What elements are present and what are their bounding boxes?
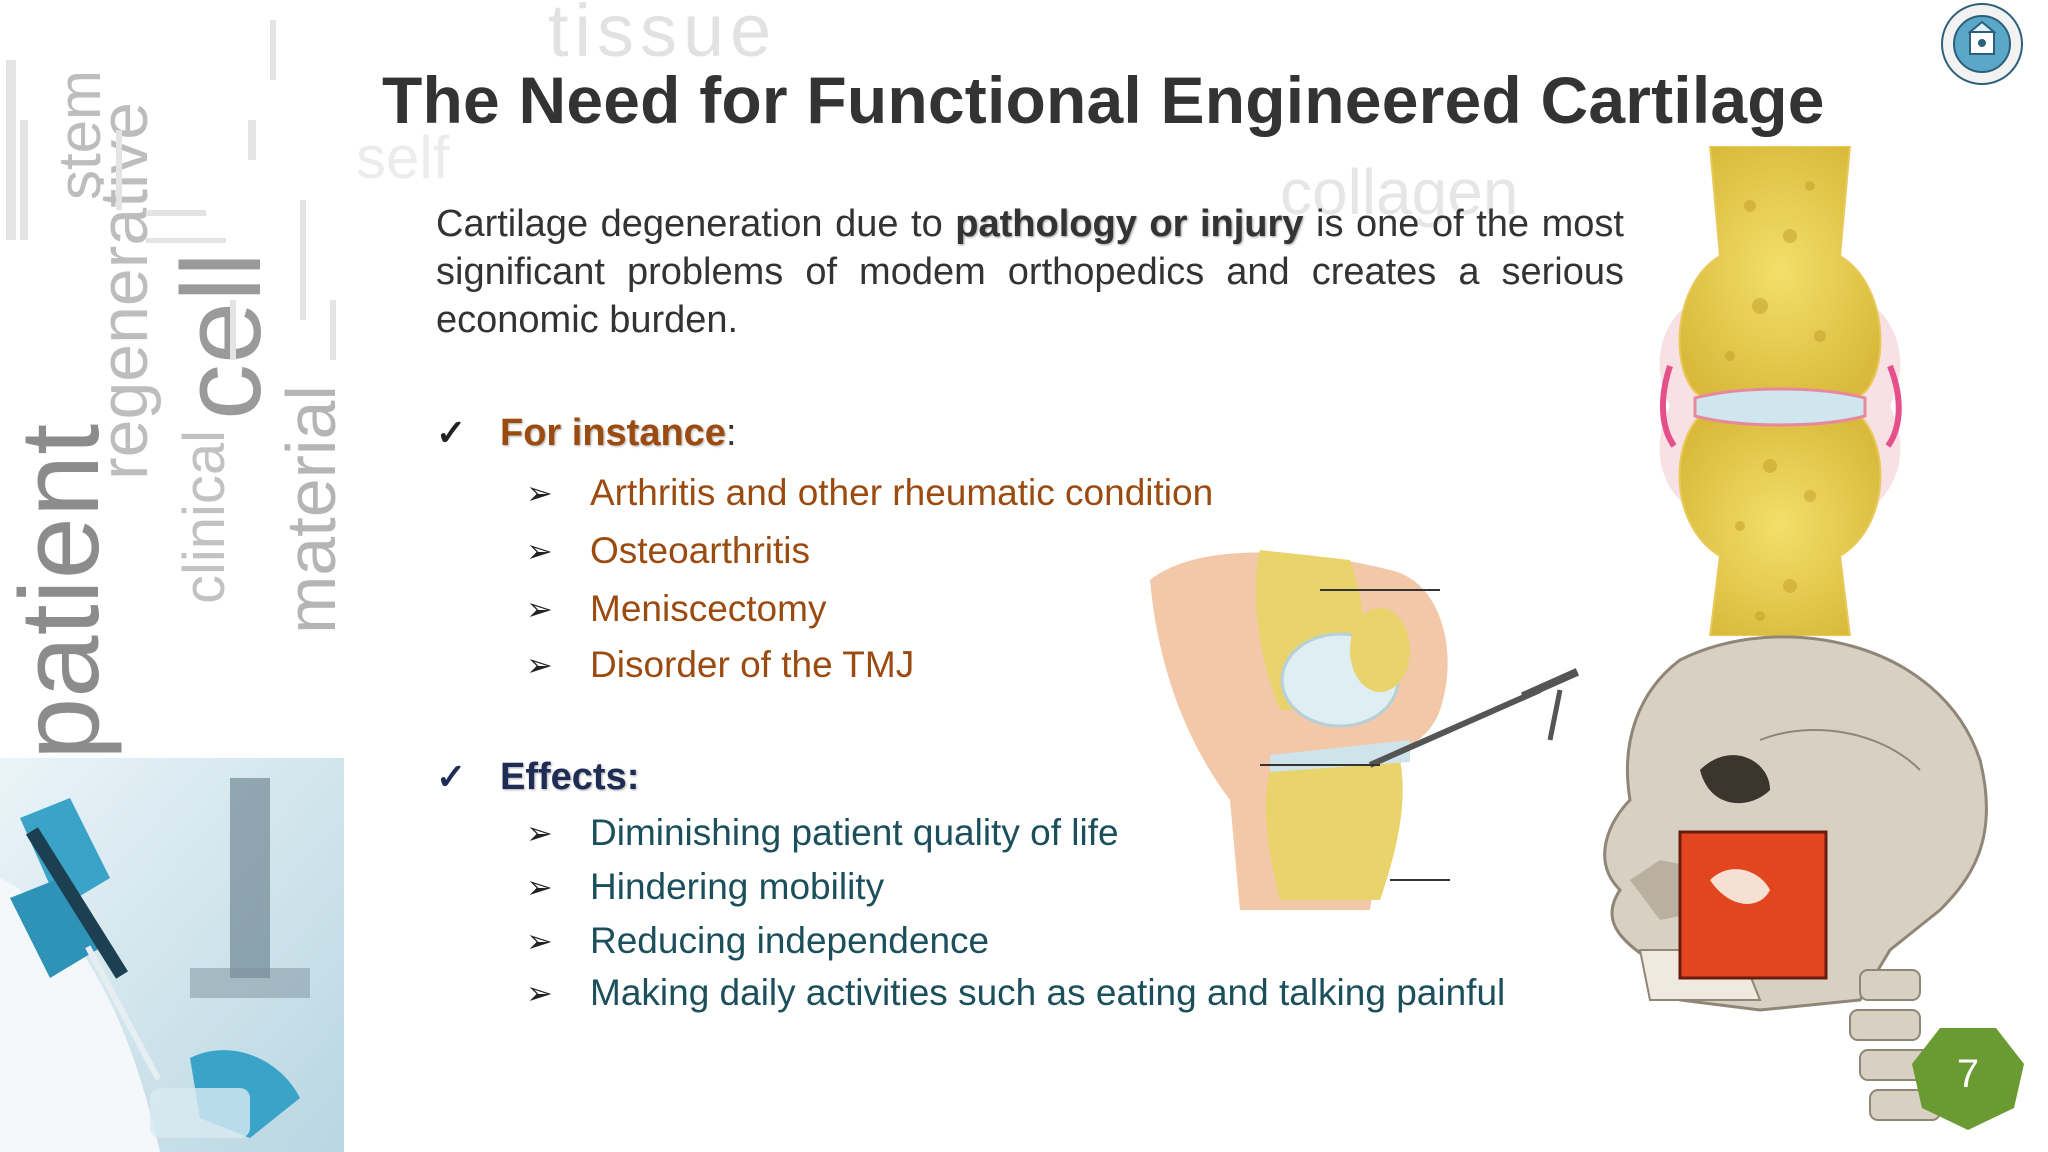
- heading-colon: :: [725, 412, 737, 454]
- bullet-arrow-icon: ➢: [526, 591, 553, 627]
- intro-text-after: is one of the most significant problems …: [436, 203, 1624, 341]
- intro-emphasis: pathology or injury: [955, 203, 1304, 245]
- bg-texture: [6, 20, 336, 360]
- bullet-arrow-icon: ➢: [526, 647, 553, 683]
- university-logo: [1941, 3, 2023, 85]
- bullet-arrow-icon: ➢: [526, 475, 553, 511]
- checkmark-icon: ✓: [436, 412, 467, 453]
- intro-text-before: Cartilage degeneration due to: [436, 203, 956, 245]
- list-item: Osteoarthritis: [590, 530, 811, 571]
- heading-text: For instance: [500, 412, 726, 454]
- bullet-arrow-icon: ➢: [526, 815, 553, 851]
- intro-paragraph: Cartilage degeneration due to pathology …: [436, 200, 1624, 344]
- page-number: 7: [1956, 1052, 1980, 1096]
- section-heading-effects: Effects:: [500, 756, 640, 798]
- list-item: Making daily activities such as eating a…: [590, 972, 1506, 1013]
- bullet-arrow-icon: ➢: [526, 975, 553, 1011]
- list-item: Diminishing patient quality of life: [590, 812, 1119, 853]
- lab-scientist-image: [0, 758, 344, 1152]
- bg-word-self: self: [356, 124, 450, 191]
- checkmark-icon: ✓: [436, 756, 467, 797]
- bg-word-collagen: collagen: [1280, 156, 1519, 228]
- joint-cartilage-image: [1659, 146, 1902, 636]
- list-item: Hindering mobility: [590, 866, 885, 907]
- slide-title: The Need for Functional Engineered Carti…: [382, 63, 1825, 137]
- skull-tmj-image: [1603, 635, 1988, 1121]
- page-number-badge: [1912, 1028, 2024, 1130]
- bullet-arrow-icon: ➢: [526, 533, 553, 569]
- list-item: Meniscectomy: [590, 588, 827, 629]
- list-item: Disorder of the TMJ: [590, 644, 915, 685]
- section-heading-for-instance: For instance:: [500, 412, 737, 455]
- bg-word-tissue: tissue: [548, 0, 778, 72]
- bullet-arrow-icon: ➢: [526, 923, 553, 959]
- knee-arthroscopy-image: [1150, 550, 1580, 910]
- list-item: Reducing independence: [590, 920, 990, 961]
- bullet-arrow-icon: ➢: [526, 869, 553, 905]
- list-item: Arthritis and other rheumatic condition: [590, 472, 1214, 513]
